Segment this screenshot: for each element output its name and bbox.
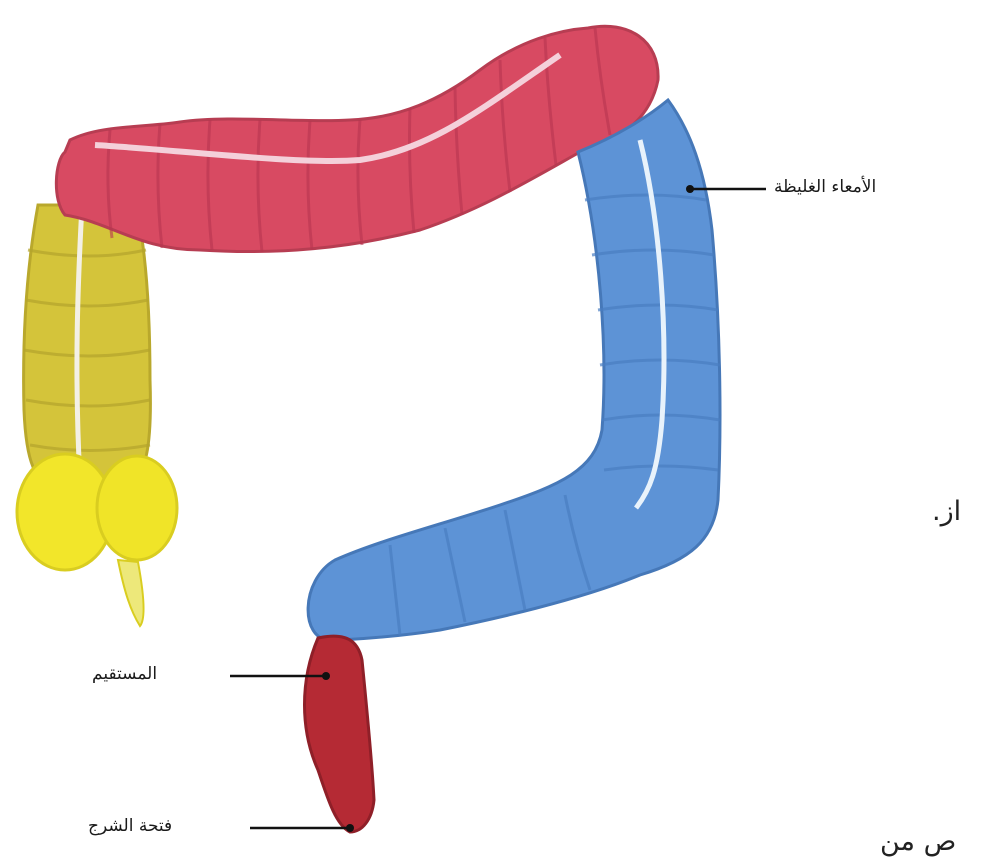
appendix: [118, 560, 144, 626]
dot-large-intestine: [686, 185, 694, 193]
side-text-fragment-1: از.: [932, 496, 961, 527]
label-rectum: المستقيم: [92, 664, 157, 684]
ascending-colon: [24, 205, 151, 490]
transverse-colon: [56, 26, 658, 252]
rectum: [305, 636, 375, 832]
dot-anus: [346, 824, 354, 832]
label-anus: فتحة الشرج: [88, 816, 172, 836]
cecum: [17, 454, 177, 626]
side-text-fragment-2: ص من: [880, 826, 956, 857]
dot-rectum: [322, 672, 330, 680]
label-large-intestine: الأمعاء الغليظة: [774, 177, 876, 197]
